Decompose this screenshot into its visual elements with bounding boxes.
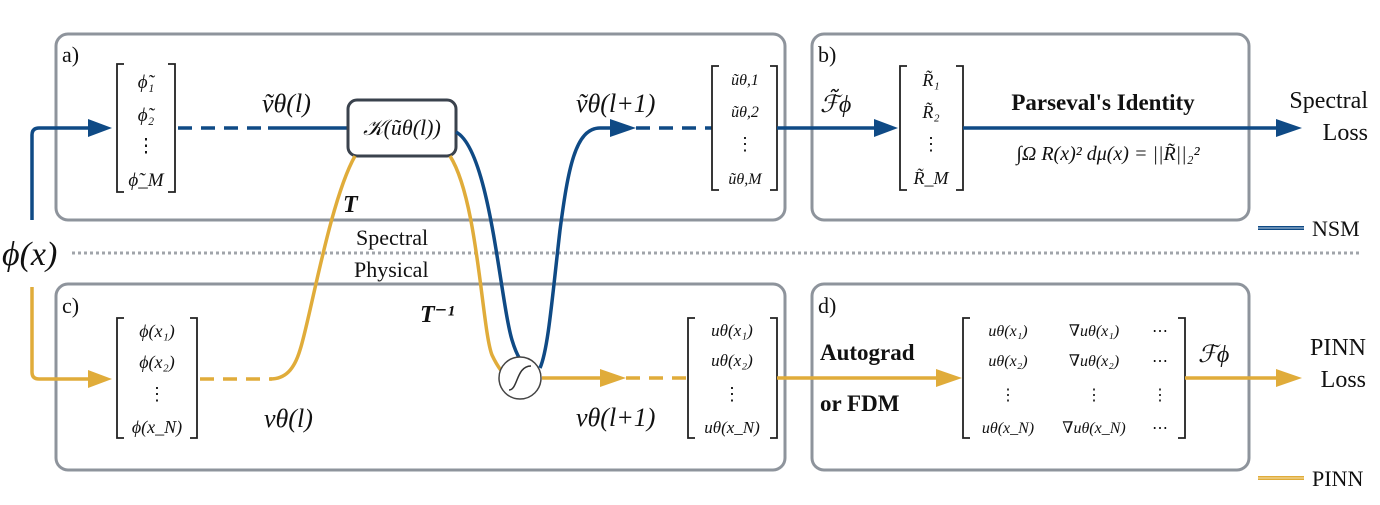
nsm-next-hidden-label: ṽθ(l+1)	[576, 89, 655, 118]
panel-d-label: d)	[818, 293, 836, 318]
panel-a-input-1: ϕ̃₁	[138, 72, 156, 93]
pinn-derivatives-arrow	[936, 369, 962, 387]
divider-physical-label: Physical	[354, 257, 429, 282]
activation-node	[498, 356, 542, 400]
matrix-r3c3: ⋮	[1152, 387, 1168, 404]
nsm-input-path	[30, 126, 92, 220]
panel-c-output-dots: ⋮	[723, 384, 741, 404]
matrix-r1c2: ∇uθ(x₁)	[1069, 323, 1119, 340]
pinn-hidden-label: vθ(l)	[264, 404, 313, 433]
pinn-loss-label-line1: PINN	[1310, 335, 1366, 361]
divider-spectral-label: Spectral	[356, 225, 428, 250]
kernel-operator-label: 𝒦(ũθ(l))	[363, 115, 441, 140]
spectral-loss-label-line1: Spectral	[1289, 88, 1368, 114]
method-label-line1: Autograd	[820, 340, 915, 365]
matrix-r2c2: ∇uθ(x₂)	[1069, 353, 1119, 370]
nsm-residual-arrow	[874, 119, 898, 137]
panel-c-input-n: ϕ(x_N)	[132, 417, 182, 438]
physical-operator-label: ℱϕ	[1198, 342, 1229, 368]
nsm-input-arrow	[88, 119, 112, 137]
pinn-input-path	[30, 287, 92, 381]
nsm-up-curve	[538, 126, 612, 369]
pinn-next-hidden-label: vθ(l+1)	[576, 403, 655, 432]
pinn-loss-label-line2: Loss	[1321, 367, 1366, 393]
inverse-transform-label: T⁻¹	[420, 302, 455, 328]
panel-c-input-vector	[116, 317, 198, 439]
panel-b-label: b)	[818, 42, 836, 67]
pinn-input-arrow	[88, 370, 112, 388]
legend-pinn-label: PINN	[1312, 466, 1363, 491]
panel-c-output-1: uθ(x₁)	[711, 321, 753, 340]
panel-a-input-2: ϕ̃₂	[138, 105, 156, 126]
matrix-r4c2: ∇uθ(x_N)	[1062, 420, 1125, 437]
matrix-r3c2: ⋮	[1086, 387, 1102, 404]
matrix-r1c1: uθ(x₁)	[988, 323, 1027, 340]
panel-a-label: a)	[62, 42, 79, 67]
matrix-r1c3: ⋯	[1152, 323, 1168, 340]
spectral-loss-label-line2: Loss	[1323, 120, 1368, 146]
panel-c-input-dots: ⋮	[148, 384, 166, 404]
matrix-r4c3: ⋯	[1152, 420, 1168, 437]
matrix-r4c1: uθ(x_N)	[982, 420, 1034, 437]
sigmoid-icon	[508, 365, 532, 391]
legend-pinn: PINN	[1258, 466, 1363, 491]
spectral-operator-label: ℱ̃ϕ	[820, 89, 851, 118]
input-phi-label: ϕ(x)	[2, 236, 57, 273]
matrix-r2c3: ⋯	[1152, 353, 1168, 370]
spectral-loss-arrow	[1276, 119, 1302, 137]
matrix-r3c1: ⋮	[1000, 387, 1016, 404]
panel-c-output-n: uθ(x_N)	[704, 418, 760, 437]
pinn-forward-arrow	[600, 369, 626, 387]
residual-m: R̃_M	[913, 168, 950, 188]
panel-a-output-2: ũθ,2	[731, 104, 759, 121]
residual-1: R̃₁	[921, 70, 939, 90]
parseval-equation: ∫Ω R(x)² dμ(x) = ||R̃||₂²	[1014, 142, 1200, 166]
legend-nsm: NSM	[1258, 216, 1360, 241]
legend-nsm-label: NSM	[1312, 216, 1360, 241]
kernel-operator-box	[346, 98, 458, 158]
nsm-forward-arrow	[610, 119, 636, 137]
panel-a-input-vector	[116, 63, 176, 193]
panel-c-output-2: uθ(x₂)	[711, 351, 753, 370]
pinn-loss-arrow	[1276, 369, 1302, 387]
transform-label: T	[343, 192, 359, 218]
panel-c-input-1: ϕ(x₁)	[139, 321, 175, 342]
panel-a-output-m: ũθ,M	[728, 171, 763, 188]
method-label-line2: or FDM	[820, 391, 900, 416]
panel-a-input-dots: ⋮	[137, 136, 156, 157]
nsm-down-curve	[455, 130, 530, 370]
panel-c-input-2: ϕ(x₂)	[139, 352, 175, 373]
residual-dots: ⋮	[922, 134, 940, 154]
panel-a-output-dots: ⋮	[736, 134, 754, 154]
residual-2: R̃₂	[921, 102, 939, 122]
parseval-title: Parseval's Identity	[1011, 90, 1195, 115]
nsm-hidden-label: ṽθ(l)	[262, 89, 311, 118]
panel-c-label: c)	[62, 293, 79, 318]
panel-a-output-1: ũθ,1	[731, 72, 759, 89]
pinn-transform-curve	[269, 155, 357, 381]
matrix-r2c1: uθ(x₂)	[988, 353, 1027, 370]
panel-a-input-m: ϕ̃_M	[128, 170, 164, 191]
